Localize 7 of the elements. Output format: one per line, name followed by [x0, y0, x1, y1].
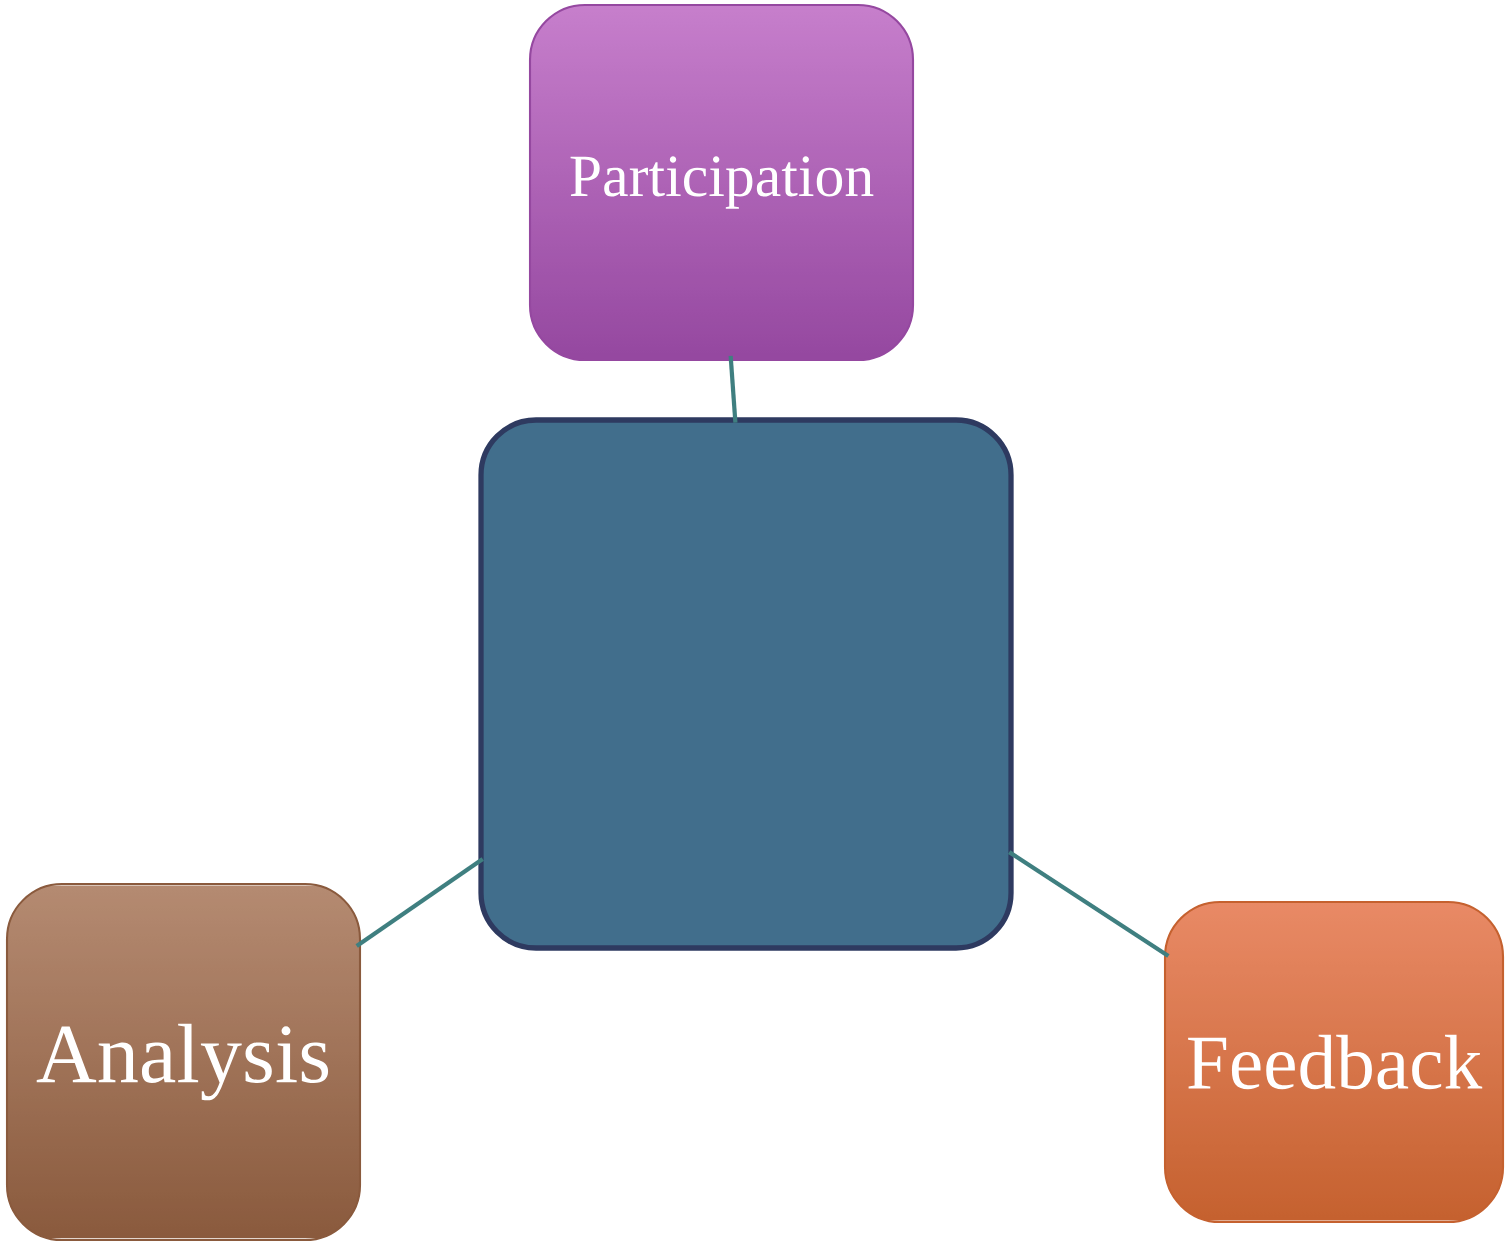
connector-line — [1008, 850, 1170, 958]
connector-line — [355, 857, 484, 948]
process-box: Participation — [528, 3, 915, 362]
process-box: Feedback — [1163, 900, 1505, 1224]
connector-line — [728, 355, 738, 423]
process-box: Analysis — [5, 882, 362, 1242]
center-box — [478, 417, 1014, 951]
